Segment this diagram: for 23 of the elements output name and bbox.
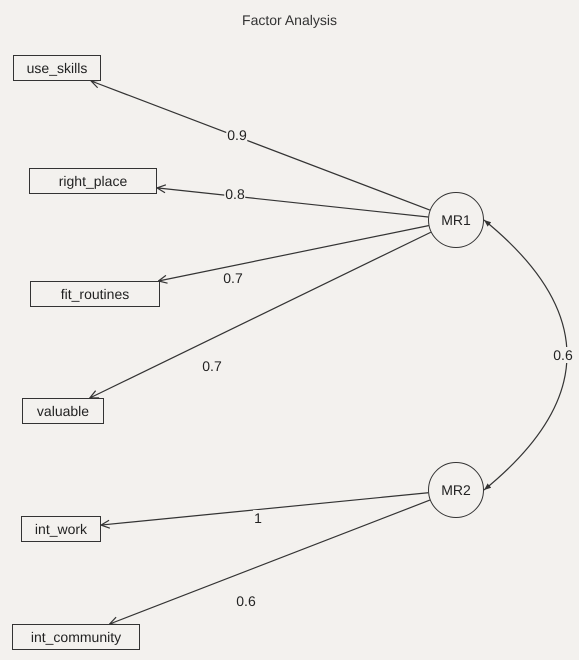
edge-label: 0.8 xyxy=(224,186,246,202)
diagram-title: Factor Analysis xyxy=(241,12,338,28)
arrow xyxy=(100,492,428,529)
variable-box: int_work xyxy=(21,516,101,542)
variable-box: fit_routines xyxy=(30,281,160,307)
variable-box: valuable xyxy=(22,398,104,424)
arrow xyxy=(90,80,430,211)
edge-label: 0.9 xyxy=(226,127,248,143)
edge-label: 0.6 xyxy=(235,593,257,609)
arrow xyxy=(156,184,428,218)
variable-box: right_place xyxy=(29,168,157,194)
edge-label: 0.7 xyxy=(201,358,223,374)
arrow xyxy=(158,225,429,284)
edge-label: 0.6 xyxy=(552,347,574,363)
factor-circle: MR2 xyxy=(428,462,484,518)
edge-label: 0.7 xyxy=(222,270,244,286)
variable-box: use_skills xyxy=(13,55,101,81)
edge-label: 1 xyxy=(253,510,263,526)
arrow xyxy=(89,232,432,399)
arrow xyxy=(484,220,568,490)
factor-circle: MR1 xyxy=(428,192,484,248)
arrow xyxy=(109,500,430,626)
variable-box: int_community xyxy=(12,624,140,650)
